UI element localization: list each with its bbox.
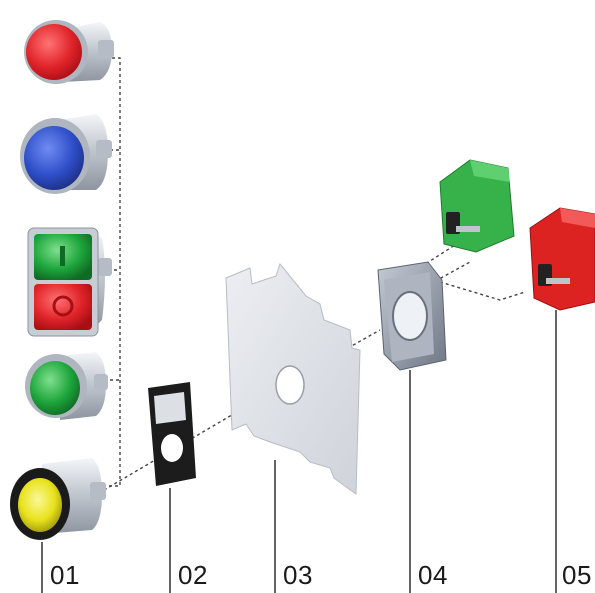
blue-flush-pushbutton	[20, 114, 112, 194]
legend-plate-holder	[148, 382, 196, 486]
contact-block-holder	[377, 261, 447, 371]
contact-block-red	[529, 207, 595, 311]
contact-block-green	[439, 159, 515, 253]
callout-label-01: 01	[50, 560, 80, 590]
green-flush-pushbutton	[25, 352, 108, 420]
red-flush-pushbutton	[24, 20, 114, 84]
yellow-illuminated-pushbutton	[10, 458, 106, 540]
mounting-panel	[225, 262, 361, 495]
callout-label-03: 03	[283, 560, 313, 590]
callout-label-04: 04	[418, 560, 448, 590]
double-pushbutton-green-red	[27, 227, 112, 337]
callout-label-02: 02	[178, 560, 208, 590]
callout-label-05: 05	[562, 560, 592, 590]
